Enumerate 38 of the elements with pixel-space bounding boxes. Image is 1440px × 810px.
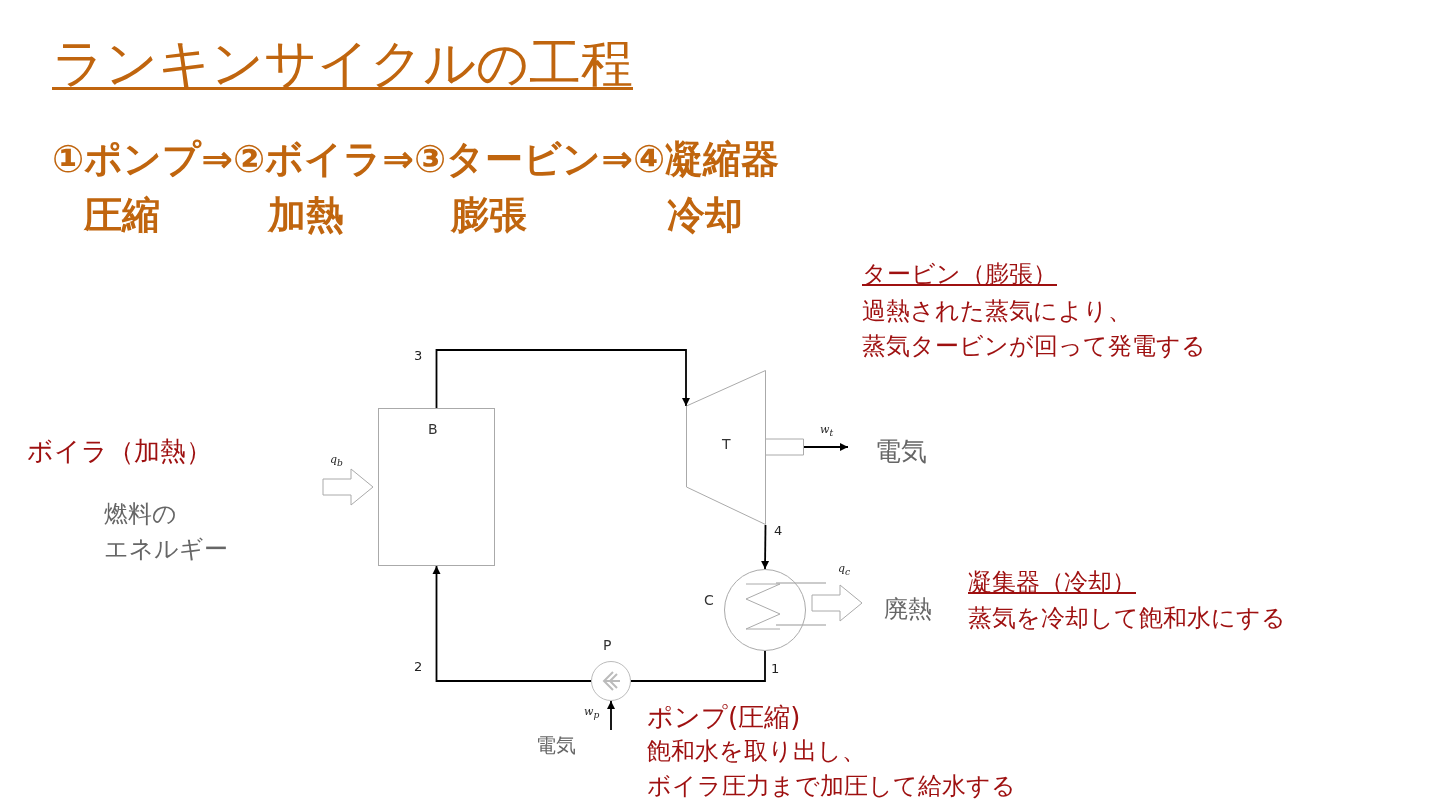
process-label: 膨張 <box>451 192 527 239</box>
heat-output-arrow <box>811 584 863 622</box>
process-label: 圧縮 <box>84 192 160 239</box>
edge-label: w$_{p}$ <box>584 706 600 720</box>
output-label: 電気 <box>875 435 927 468</box>
annotation-heading: ボイラ（加熱） <box>27 435 212 468</box>
edge-label: w$_{t}$ <box>820 424 834 438</box>
annotation-text: 飽和水を取り出し、ボイラ圧力まで加圧して給水する <box>647 736 1017 802</box>
annotation-text: 過熱された蒸気により、蒸気タービンが回って発電する <box>862 296 1207 362</box>
annotation-heading: 凝集器（冷却） <box>968 567 1136 598</box>
pipe-arrow <box>435 349 690 409</box>
component-label: T <box>722 436 731 452</box>
annotation-heading: ポンプ(圧縮) <box>647 701 801 734</box>
edge-label: q$_{b}$ <box>330 454 343 468</box>
process-sequence: ①ポンプ⇒②ボイラ⇒③タービン⇒④凝縮器 <box>52 136 780 183</box>
turbine-symbol <box>686 370 804 525</box>
edge-label: q$_{c}$ <box>838 563 851 577</box>
pipe-arrow <box>432 565 592 682</box>
annotation-text: 蒸気を冷却して飽和水にする <box>968 603 1286 634</box>
component-label: C <box>704 592 714 608</box>
work-output-arrow <box>803 443 849 451</box>
edge-label: 4 <box>774 524 783 537</box>
component-label: P <box>603 637 612 653</box>
annotation-heading: タービン（膨張） <box>862 259 1057 290</box>
component-label: B <box>428 421 438 437</box>
output-label: 廃熱 <box>884 594 932 625</box>
edge-label: 3 <box>414 349 423 362</box>
edge-label: 2 <box>414 660 423 673</box>
boiler-box <box>378 408 495 566</box>
process-label: 冷却 <box>667 192 743 239</box>
edge-label: 1 <box>771 662 780 675</box>
heat-input-arrow <box>322 468 374 506</box>
input-label: 燃料のエネルギー <box>104 499 229 565</box>
input-label: 電気 <box>536 732 576 759</box>
pipe-arrow <box>761 524 770 570</box>
title: ランキンサイクルの工程 <box>52 32 633 95</box>
process-label: 加熱 <box>268 192 344 239</box>
work-input-arrow <box>607 700 615 731</box>
